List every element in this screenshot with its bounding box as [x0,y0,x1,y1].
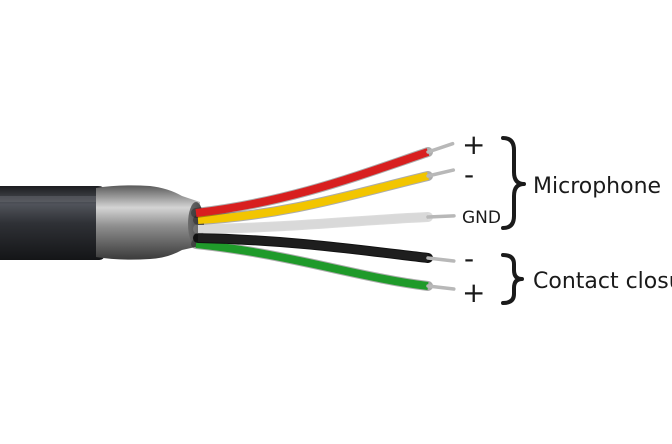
wire-white [197,213,429,233]
wire-group [191,141,456,291]
contact-closure-label: Contact closure [533,269,672,294]
wire-label-black: - [464,242,474,275]
wire-label-white: GND [462,208,501,228]
wire-yellow [197,172,429,224]
cable-jacket [0,186,104,260]
wire-label-green: + [462,276,485,309]
cable-jacket-highlight [0,196,100,202]
conductor-tip-white [426,214,456,219]
wire-label-yellow: - [464,158,474,191]
foil-shield [96,185,200,260]
conductor-tip-green [426,284,456,291]
conductor-tip-red [426,141,455,154]
wire-black [197,234,429,262]
wire-red [195,148,430,217]
conductor-tip-yellow [426,168,456,178]
contact-closure-bracket [501,253,524,305]
wire-label-red: + [462,128,485,161]
microphone-label: Microphone [533,174,661,199]
conductor-tip-black [426,256,456,263]
wire-green [195,240,429,290]
microphone-bracket [501,136,526,230]
wire-label-group: +-GND-+ [462,128,501,309]
